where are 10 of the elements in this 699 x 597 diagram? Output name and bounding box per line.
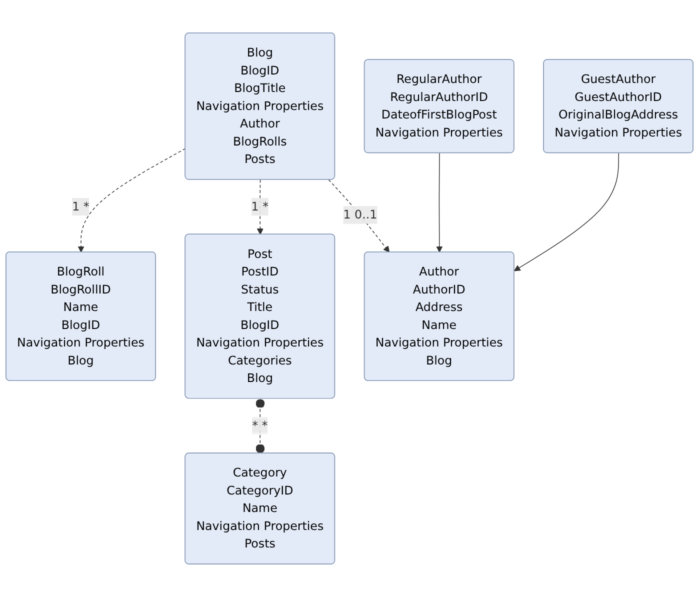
arrow <box>436 152 443 253</box>
arrow <box>78 148 186 253</box>
edge-label: 1 * <box>251 199 269 214</box>
arrow <box>328 179 390 253</box>
edge-label: 1 0..1 <box>343 208 378 222</box>
connector <box>256 398 265 454</box>
edge-label: * * <box>252 418 268 432</box>
edge-label: 1 * <box>72 199 90 214</box>
arrow <box>514 152 620 272</box>
arrow <box>256 179 264 235</box>
